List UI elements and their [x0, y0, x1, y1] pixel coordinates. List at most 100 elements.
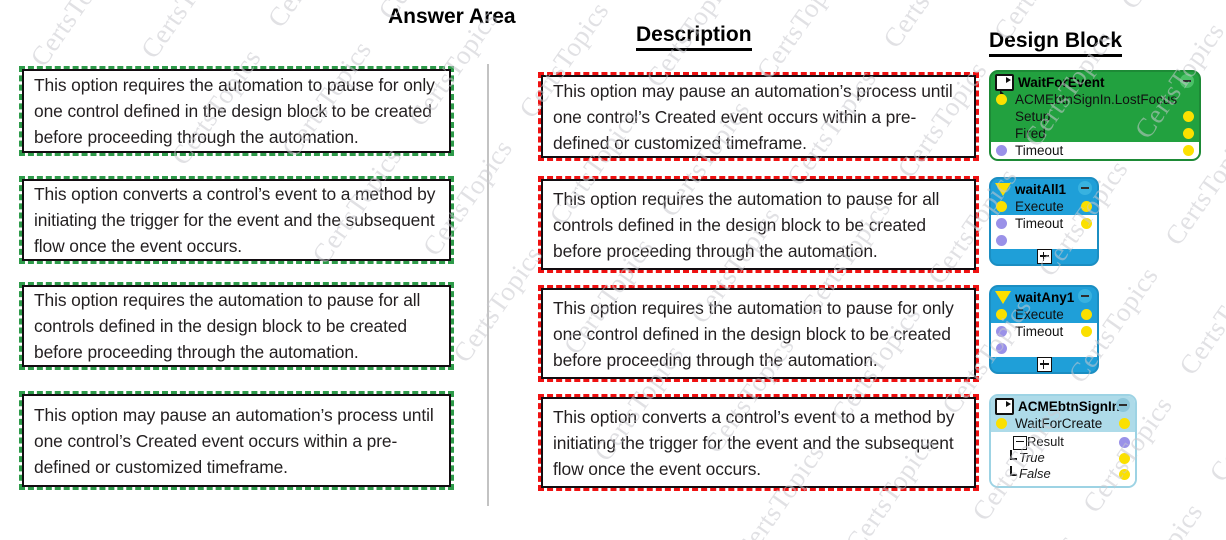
design-block-wait-all-expand[interactable]: [991, 249, 1097, 264]
pin-yellow-icon[interactable]: [1183, 111, 1194, 122]
description-item-4[interactable]: This option converts a control’s event t…: [538, 394, 979, 491]
description-item-1[interactable]: This option may pause an automation’s pr…: [538, 72, 979, 161]
pin-purple-icon[interactable]: [996, 235, 1007, 246]
design-block-row-empty: [991, 232, 1097, 249]
pin-yellow-icon[interactable]: [1119, 452, 1130, 464]
expand-plus-icon[interactable]: [1036, 249, 1052, 264]
tree-row-false: False: [991, 466, 1135, 482]
design-block-wait-all-header: waitAll1: [991, 179, 1097, 198]
design-block-row-timeout: Timeout: [991, 323, 1097, 340]
design-block-row-fired-label: Fired: [1015, 126, 1046, 141]
design-block-row-setup: Setup: [991, 108, 1199, 125]
event-screen-icon: [995, 73, 1014, 94]
pin-yellow-icon[interactable]: [996, 94, 1007, 105]
description-item-3[interactable]: This option requires the automation to p…: [538, 285, 979, 382]
yellow-triangle-icon: [995, 182, 1011, 196]
design-block-row-timeout-label: Timeout: [1015, 324, 1064, 339]
tree-row-true: True: [991, 450, 1135, 466]
tree-stem: [1010, 466, 1012, 475]
column-divider: [487, 64, 489, 506]
pin-yellow-icon[interactable]: [996, 418, 1007, 429]
design-block-wait-for-event[interactable]: WaitForEvent ACMEbtnSignIn.LostFocus Set…: [989, 70, 1201, 161]
answer-slot-2-inner: This option converts a control’s event t…: [22, 179, 451, 261]
design-block-wait-all-title: waitAll1: [1015, 181, 1067, 197]
yellow-triangle-icon: [995, 290, 1011, 304]
tree-row-true-label: True: [1019, 450, 1045, 465]
tree-branch: [1010, 474, 1017, 476]
pin-yellow-icon[interactable]: [1081, 309, 1092, 320]
column-header-design-block: Design Block: [989, 29, 1123, 57]
description-item-2-inner: This option requires the automation to p…: [541, 179, 976, 270]
pin-purple-icon[interactable]: [996, 343, 1007, 354]
description-item-1-text: This option may pause an automation’s pr…: [553, 80, 953, 153]
answer-slot-4[interactable]: This option may pause an automation’s pr…: [19, 391, 454, 490]
column-header-description: Description: [636, 23, 752, 51]
page-title-answer-area: Answer Area: [388, 5, 516, 28]
pin-yellow-icon[interactable]: [996, 309, 1007, 320]
expand-plus-icon[interactable]: [1036, 357, 1052, 372]
pin-yellow-icon[interactable]: [1183, 145, 1194, 156]
description-item-4-text: This option converts a control’s event t…: [553, 406, 955, 479]
design-block-row-setup-label: Setup: [1015, 109, 1051, 124]
design-block-row-wait-for-create: WaitForCreate: [991, 415, 1135, 432]
design-block-row-fired: Fired: [991, 125, 1199, 142]
pin-yellow-icon[interactable]: [1081, 218, 1092, 229]
collapse-icon[interactable]: [1078, 289, 1092, 303]
design-block-row-timeout: Timeout: [991, 215, 1097, 232]
tree-row-false-label: False: [1019, 466, 1051, 481]
description-item-2[interactable]: This option requires the automation to p…: [538, 176, 979, 273]
description-item-2-text: This option requires the automation to p…: [553, 188, 940, 261]
design-block-row-execute-label: Execute: [1015, 307, 1064, 322]
design-block-row-event-name-label: ACMEbtnSignIn.LostFocus: [1015, 92, 1178, 107]
design-block-row-wait-for-create-label: WaitForCreate: [1015, 416, 1103, 431]
tree-branch: [1010, 458, 1017, 460]
design-block-row-execute: Execute: [991, 306, 1097, 323]
pin-purple-icon[interactable]: [996, 326, 1007, 337]
answer-slot-3[interactable]: This option requires the automation to p…: [19, 282, 454, 370]
design-block-result-tree: Result True False: [991, 432, 1135, 486]
answer-slot-1[interactable]: This option requires the automation to p…: [19, 66, 454, 156]
design-block-row-execute-label: Execute: [1015, 199, 1064, 214]
tree-stem: [1010, 450, 1012, 459]
design-block-row-empty: [991, 340, 1097, 357]
answer-slot-2[interactable]: This option converts a control’s event t…: [19, 176, 454, 264]
design-block-wait-any-title: waitAny1: [1015, 289, 1075, 305]
pin-purple-icon[interactable]: [1119, 436, 1130, 448]
collapse-icon[interactable]: [1078, 181, 1092, 195]
design-block-row-timeout-label: Timeout: [1015, 216, 1064, 231]
pin-yellow-icon[interactable]: [1119, 468, 1130, 480]
design-block-acme-btn-signin[interactable]: ACMEbtnSignIn WaitForCreate Result True: [989, 394, 1137, 488]
design-block-row-timeout-label: Timeout: [1015, 143, 1064, 158]
answer-slot-3-inner: This option requires the automation to p…: [22, 285, 451, 367]
collapse-icon[interactable]: [1180, 74, 1194, 88]
pin-purple-icon[interactable]: [996, 145, 1007, 156]
design-block-wait-all[interactable]: waitAll1 Execute Timeout: [989, 177, 1099, 266]
design-block-wait-any[interactable]: waitAny1 Execute Timeout: [989, 285, 1099, 374]
answer-slot-3-text: This option requires the automation to p…: [34, 290, 421, 362]
answer-slot-2-text: This option converts a control’s event t…: [34, 184, 436, 256]
design-block-wait-for-event-header: WaitForEvent: [991, 72, 1199, 94]
answer-slot-1-inner: This option requires the automation to p…: [22, 69, 451, 153]
tree-collapse-icon[interactable]: [1013, 435, 1027, 450]
answer-slot-4-inner: This option may pause an automation’s pr…: [22, 394, 451, 487]
design-block-wait-any-header: waitAny1: [991, 287, 1097, 306]
pin-yellow-icon[interactable]: [1081, 326, 1092, 337]
design-block-acme-btn-signin-title: ACMEbtnSignIn: [1018, 398, 1120, 414]
tree-row-result-label: Result: [1027, 434, 1064, 449]
pin-yellow-icon[interactable]: [1119, 418, 1130, 429]
description-item-1-inner: This option may pause an automation’s pr…: [541, 75, 976, 158]
pin-yellow-icon[interactable]: [1081, 201, 1092, 212]
tree-row-result[interactable]: Result: [991, 434, 1135, 450]
pin-yellow-icon[interactable]: [996, 201, 1007, 212]
pin-purple-icon[interactable]: [996, 218, 1007, 229]
design-block-wait-any-expand[interactable]: [991, 357, 1097, 372]
design-block-row-execute: Execute: [991, 198, 1097, 215]
description-item-3-inner: This option requires the automation to p…: [541, 288, 976, 379]
collapse-icon[interactable]: [1116, 398, 1130, 412]
event-screen-icon: [995, 397, 1014, 418]
answer-slot-1-text: This option requires the automation to p…: [34, 75, 435, 147]
answer-slot-4-text: This option may pause an automation’s pr…: [34, 404, 434, 477]
pin-yellow-icon[interactable]: [1183, 128, 1194, 139]
design-block-wait-for-event-title: WaitForEvent: [1018, 74, 1105, 90]
